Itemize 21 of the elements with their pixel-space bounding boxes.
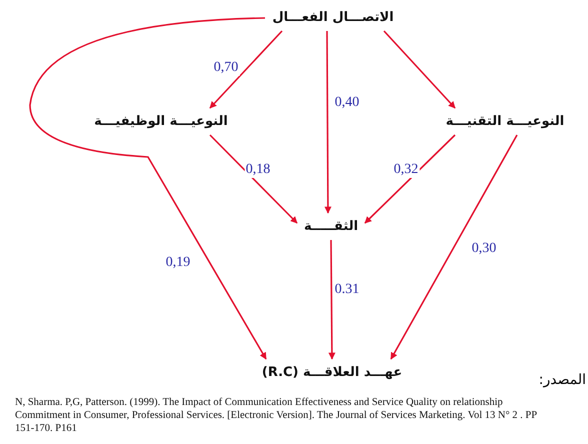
edge-label: 0,30 <box>470 241 498 257</box>
node-label: النوعيـــة التقنيـــة <box>442 112 568 131</box>
arrow <box>209 30 283 109</box>
node-label: الثقـــــة <box>300 217 362 236</box>
arrow <box>364 134 456 224</box>
citation-text: N, Sharma. P,G, Patterson. (1999). The Impact of Communication Effectiveness and Service Quality on relationship Commitment in Consumer, Professional Services. [Electronic Version]. The Journal of Services Marketing. Vol 13 N° 2 . PP 151-170. P161 <box>15 396 538 435</box>
arrow <box>328 240 336 360</box>
node-label: عهـــد العلاقـــة (R.C) <box>258 363 406 382</box>
source-heading: المصدر: <box>538 372 586 388</box>
arrow <box>383 30 456 109</box>
edge-label: 0,19 <box>164 255 192 271</box>
edge-label: 0,18 <box>244 162 272 178</box>
arrow <box>209 134 298 224</box>
arrow <box>390 134 518 360</box>
node-label: النوعيـــة الوظيفيـــة <box>91 112 231 131</box>
edge-label: 0,70 <box>212 60 240 76</box>
edge-label: 0,32 <box>392 162 420 178</box>
arrow <box>29 17 267 360</box>
edge-label: 0,40 <box>334 95 360 111</box>
node-label: الاتصـــال الفعـــال <box>269 8 397 27</box>
arrow <box>324 31 332 214</box>
